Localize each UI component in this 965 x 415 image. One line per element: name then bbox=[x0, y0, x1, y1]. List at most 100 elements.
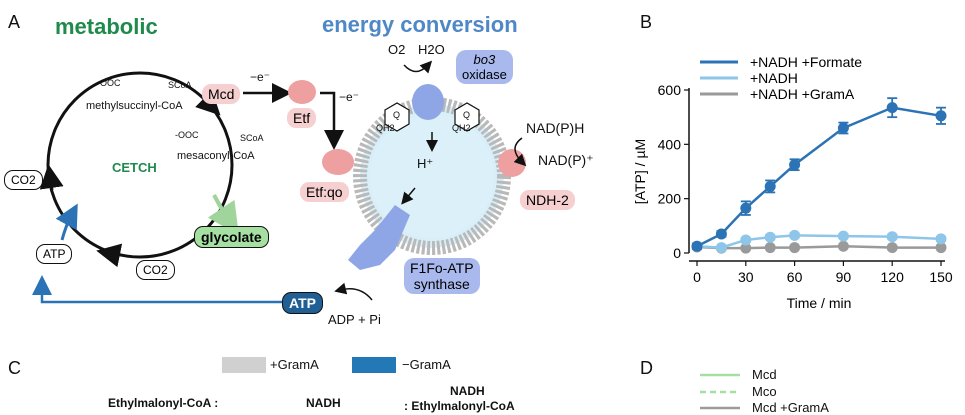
proton-label: H⁺ bbox=[417, 156, 434, 171]
panel-label-d: D bbox=[640, 358, 653, 378]
atp-to-cycle-arrow bbox=[55, 203, 78, 241]
data-point bbox=[715, 242, 727, 254]
legend-d-mco-label: Mco bbox=[752, 384, 777, 399]
cetch-label: CETCH bbox=[112, 160, 157, 175]
q-label-left: Q bbox=[393, 110, 401, 120]
cycle-arrow-left bbox=[39, 164, 64, 191]
legend-label: +NADH bbox=[750, 70, 798, 86]
co2-bottom-node: CO2 bbox=[136, 260, 175, 280]
data-point bbox=[837, 122, 849, 134]
data-point bbox=[935, 242, 947, 254]
data-point bbox=[837, 230, 849, 242]
atp-feedback-line bbox=[32, 275, 286, 304]
y-axis-label: [ATP] / µM bbox=[632, 139, 648, 204]
data-point bbox=[740, 242, 752, 254]
h2o-label: H2O bbox=[418, 42, 445, 57]
x-tick-label: 60 bbox=[787, 269, 803, 285]
data-point bbox=[935, 233, 947, 245]
bo3-label: bo3 bbox=[473, 52, 496, 67]
etf-to-etfqo-arrow bbox=[320, 91, 344, 150]
etf-protein bbox=[288, 80, 316, 104]
glycolate-badge: glycolate bbox=[194, 226, 269, 248]
series-line bbox=[696, 106, 942, 248]
mcd-badge: Mcd bbox=[202, 84, 241, 104]
legend-c-with-label: +GramA bbox=[270, 357, 319, 372]
bo3-oxidase-badge: bo3 oxidase bbox=[456, 50, 513, 84]
data-point bbox=[764, 180, 776, 192]
x-tick-label: 90 bbox=[836, 269, 852, 285]
data-point bbox=[691, 240, 703, 252]
qh2-label-left: QH2 bbox=[376, 123, 395, 133]
legend-label: +NADH +Formate bbox=[750, 54, 862, 70]
x-tick-label: 120 bbox=[881, 269, 905, 285]
legend-d-mcd-label: Mcd bbox=[752, 367, 777, 382]
data-point bbox=[837, 240, 849, 252]
panel-label-c: C bbox=[8, 358, 21, 378]
c-nadh2-label: NADH bbox=[450, 384, 485, 398]
scoa-label-1: SCoA bbox=[168, 80, 192, 90]
legend-c-without-swatch bbox=[352, 357, 396, 373]
atp-synthase-protein bbox=[348, 205, 410, 270]
x-axis-label: Time / min bbox=[787, 295, 852, 311]
o2-h2o-arrow bbox=[403, 60, 433, 74]
panel-label-b: B bbox=[640, 12, 653, 32]
x-tick-label: 0 bbox=[693, 269, 701, 285]
panel-label-a: A bbox=[8, 12, 21, 32]
ooc-label-2: -OOC bbox=[175, 130, 199, 140]
y-tick-label: 200 bbox=[658, 191, 682, 207]
data-point bbox=[740, 234, 752, 246]
atp-out-badge: ATP bbox=[282, 292, 323, 314]
quinone-right bbox=[454, 102, 480, 132]
legend-c-without-label: −GramA bbox=[402, 357, 451, 372]
x-tick-label: 150 bbox=[929, 269, 953, 285]
data-point bbox=[740, 202, 752, 214]
atp-synthase-line1: F1Fo-ATP bbox=[410, 260, 474, 276]
data-point bbox=[764, 231, 776, 243]
y-tick-label: 400 bbox=[658, 136, 682, 152]
atp-synthase-badge: F1Fo-ATP synthase bbox=[404, 258, 480, 294]
legend-d-mcd-grama-label: Mcd +GramA bbox=[752, 400, 829, 415]
bo3-oxidase-protein bbox=[412, 84, 444, 120]
glycolate-arrow bbox=[207, 194, 239, 236]
nadp-label: NAD(P)⁺ bbox=[538, 152, 594, 168]
nadph-label: NAD(P)H bbox=[526, 120, 585, 136]
data-point bbox=[764, 242, 776, 254]
c-ethylmalonyl-label: Ethylmalonyl-CoA : bbox=[108, 396, 219, 410]
scoa-label-2: SCoA bbox=[240, 133, 264, 143]
c-nadh-label: NADH bbox=[306, 396, 341, 410]
data-point bbox=[715, 228, 727, 240]
data-point bbox=[789, 229, 801, 241]
oxidase-label: oxidase bbox=[462, 67, 507, 82]
quinone-left bbox=[384, 102, 410, 132]
etfqo-protein bbox=[322, 149, 354, 175]
methylsuccinyl-label: methylsuccinyl-CoA bbox=[86, 100, 183, 112]
legend-label: +NADH +GramA bbox=[750, 86, 855, 102]
adp-arrow bbox=[334, 282, 373, 301]
legend-c-with-swatch bbox=[222, 357, 266, 373]
qh2-label-right: QH2 bbox=[452, 123, 471, 133]
y-tick-label: 600 bbox=[658, 82, 682, 98]
etfqo-badge: Etf:qo bbox=[300, 182, 349, 202]
mesaconyl-label: mesaconyl-CoA bbox=[177, 150, 255, 162]
o2-label: O2 bbox=[388, 42, 406, 57]
electron-label-1: −e⁻ bbox=[250, 70, 271, 84]
heading-energy-conversion: energy conversion bbox=[322, 12, 518, 37]
q-label-right: Q bbox=[463, 110, 471, 120]
x-tick-label: 30 bbox=[738, 269, 754, 285]
etf-badge: Etf bbox=[287, 108, 317, 128]
data-point bbox=[935, 110, 947, 122]
atp-node: ATP bbox=[36, 244, 73, 264]
nadph-arrow bbox=[513, 137, 527, 167]
data-point bbox=[886, 102, 898, 114]
data-point bbox=[886, 242, 898, 254]
adp-label: ADP + Pi bbox=[328, 312, 381, 327]
co2-top-node: CO2 bbox=[4, 170, 43, 190]
ooc-label-1: -OOC bbox=[97, 78, 121, 88]
proton-arrow-diag bbox=[401, 187, 416, 205]
ndh2-badge: NDH-2 bbox=[520, 190, 575, 210]
atp-synthase-line2: synthase bbox=[413, 276, 470, 292]
data-point bbox=[789, 159, 801, 171]
